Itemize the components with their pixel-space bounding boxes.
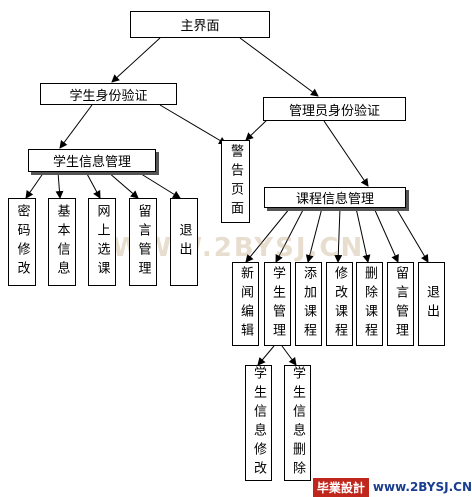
node-label: 学生管理 [270,266,285,342]
node-label: 退出 [424,285,439,323]
node-label: 退出 [176,223,192,261]
node-exit-student: 退出 [170,198,198,286]
node-online-course: 网上选课 [88,198,116,286]
arrow-co-to-exit2 [395,207,429,263]
node-label: 修改课程 [332,266,347,342]
node-message-mgmt-student: 留言管理 [129,198,157,286]
arrow-main-to-student-auth [111,37,161,83]
node-password-edit: 密码修改 [8,198,36,286]
node-label: 密码修改 [14,204,30,280]
node-student-info-edit: 学生信息修改 [245,365,272,481]
node-student-info-mgmt: 学生信息管理 [28,149,156,172]
arrow-si-to-basic [55,171,64,199]
node-exit-admin: 退出 [418,262,445,346]
node-label: 新闻编辑 [238,266,253,342]
node-label: 基本信息 [54,204,70,280]
arrow-admin-auth-to-warning [245,118,269,141]
arrow-student-auth-to-warning [159,104,227,145]
node-delete-course: 删除课程 [356,262,383,346]
node-admin-auth: 管理员身份验证 [263,97,406,121]
arrow-main-to-admin-auth [239,37,319,97]
node-label: 网上选课 [94,204,110,280]
node-message-mgmt-admin: 留言管理 [387,262,414,346]
node-student-auth: 学生身份验证 [40,83,177,105]
arrow-student-auth-to-student-info [59,104,93,149]
node-main-interface: 主界面 [130,11,270,38]
node-label: 留言管理 [393,266,408,342]
node-label: 学生身份验证 [69,88,148,104]
footer-brand: 毕業設計 [312,477,369,497]
node-label: 管理员身份验证 [288,103,380,119]
arrow-sm-to-stu-edit [257,345,275,366]
node-label: 添加课程 [301,266,316,342]
arrow-si-to-exit1 [137,171,181,199]
arrow-si-to-pwd [25,171,45,199]
node-label: 主界面 [180,19,220,34]
arrow-admin-auth-to-course [323,120,369,187]
arrow-co-to-del [355,207,371,263]
node-label: 课程信息管理 [295,192,374,207]
arrow-co-to-news [245,207,291,263]
node-student-info-delete: 学生信息删除 [284,365,311,481]
node-label: 学生信息修改 [251,366,266,480]
node-basic-info: 基本信息 [48,198,76,286]
arrow-sm-to-stu-del [281,345,297,366]
node-add-course: 添加课程 [295,262,322,346]
node-label: 学生信息删除 [290,366,305,480]
arrow-si-to-msg1 [107,171,139,199]
node-news-edit: 新闻编辑 [232,262,259,346]
footer-url: www.2BYSJ.CN [372,480,472,494]
node-warning-page: 警告页面 [221,140,250,223]
arrow-co-to-msg2 [373,207,399,263]
arrow-co-to-stu-mgmt [275,207,305,263]
node-modify-course: 修改课程 [326,262,353,346]
node-label: 删除课程 [362,266,377,342]
node-student-mgmt: 学生管理 [264,262,291,346]
node-label: 学生信息管理 [52,155,131,170]
arrow-co-to-add [305,207,323,263]
node-label: 警告页面 [228,143,243,220]
node-label: 留言管理 [135,204,151,280]
arrow-si-to-online [85,171,101,199]
arrow-co-to-modify [334,207,343,263]
footer-logo: 毕業設計 www.2BYSJ.CN [312,477,472,497]
node-course-info-mgmt: 课程信息管理 [264,187,406,208]
